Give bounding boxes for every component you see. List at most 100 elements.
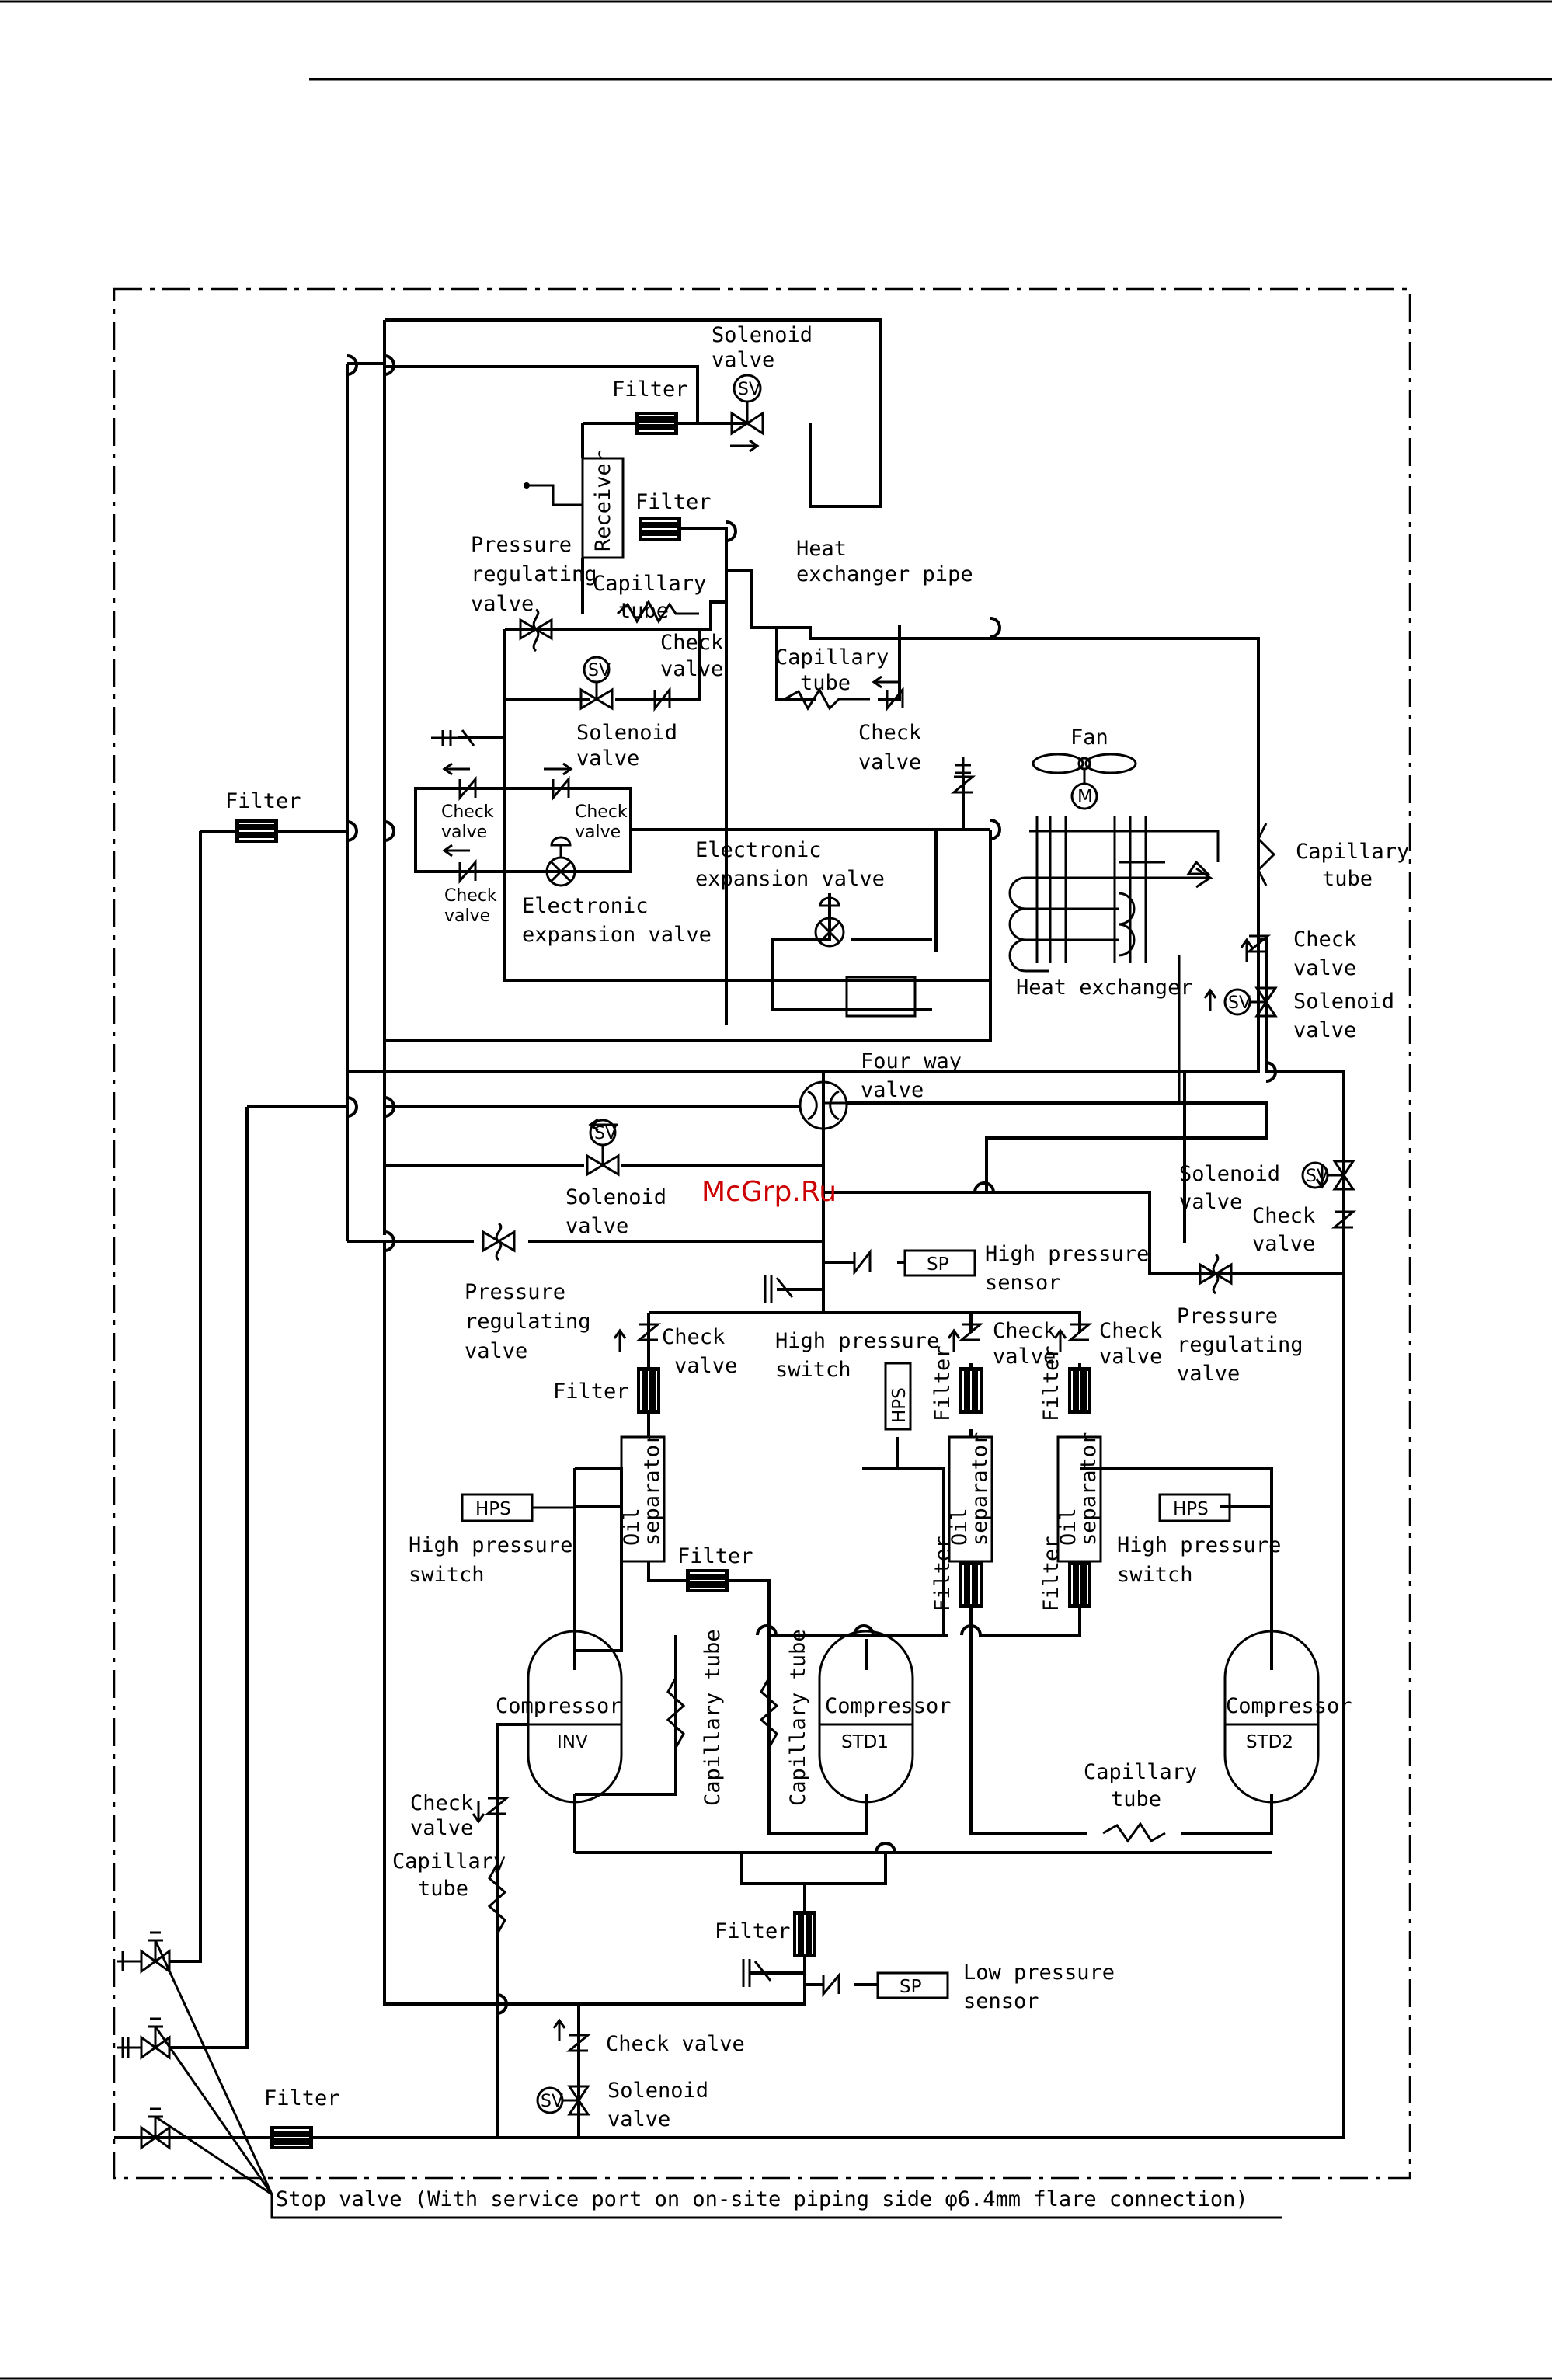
svg-text:expansion valve: expansion valve [695,867,885,891]
electronic-expansion-valves [545,836,845,948]
solenoid-valve-icon: SV [586,1118,620,1177]
svg-text:valve: valve [410,1816,473,1840]
svg-text:Filter: Filter [677,1544,753,1568]
svg-text:Heat exchanger: Heat exchanger [1016,976,1193,1000]
check-valve-icon [653,686,671,712]
svg-text:regulating: regulating [465,1310,591,1334]
filter-icon [270,2126,313,2149]
check-valve-icon [458,858,477,885]
svg-text:valve: valve [1179,1190,1242,1214]
svg-text:Compressor: Compressor [496,1694,622,1718]
svg-text:Check: Check [444,886,497,906]
svg-text:Pressure: Pressure [1177,1304,1278,1328]
svg-text:Filter: Filter [931,1345,955,1421]
compressor-inv: INV [527,1630,623,1804]
svg-text:Four way: Four way [861,1049,962,1073]
svg-text:Filter: Filter [612,378,688,402]
svg-text:Check: Check [1099,1319,1162,1343]
crossovers [346,354,1277,2015]
solenoid-valve-icon: SV [1301,1160,1355,1191]
svg-text:Solenoid: Solenoid [607,2079,708,2103]
svg-text:tube: tube [618,599,669,623]
svg-text:Capillary: Capillary [1084,1760,1197,1784]
svg-text:Compressor: Compressor [1226,1694,1352,1718]
stop-valves [117,1931,1282,2219]
check-valve-icon [484,1797,510,1815]
svg-text:SP: SP [927,1254,949,1275]
flow-arrows [442,675,1329,2041]
stop-valve-icon [140,2107,171,2150]
capillary-tubes [487,599,1276,1935]
svg-text:INV: INV [557,1732,588,1752]
receiver-label: Receiver [591,451,615,552]
svg-text:valve: valve [444,906,490,926]
filters [235,412,1091,2149]
svg-text:Fan: Fan [1070,725,1108,750]
receiver: Receiver [524,451,625,559]
svg-text:M: M [1077,787,1093,807]
svg-text:regulating: regulating [1177,1333,1303,1357]
svg-text:HPS: HPS [889,1387,910,1423]
hps-std2-box [1158,1493,1231,1522]
svg-text:tube: tube [418,1877,468,1901]
check-valve-icon [886,686,904,712]
svg-text:Electronic: Electronic [695,838,822,862]
svg-text:SV: SV [594,1124,617,1143]
check-valve-icon [822,1971,840,1998]
svg-text:Filter: Filter [931,1536,955,1612]
filter-icon [635,412,678,435]
service-plug-icon [742,1959,772,1987]
svg-text:valve: valve [861,1078,924,1102]
svg-text:Filter: Filter [553,1380,629,1404]
svg-text:valve: valve [441,823,487,842]
svg-text:Filter: Filter [264,2086,340,2110]
svg-text:tube: tube [800,671,851,695]
check-valve-icon [1331,1210,1357,1229]
svg-text:Electronic: Electronic [522,894,649,918]
svg-text:Solenoid: Solenoid [565,1185,666,1209]
solenoid-valve-icon: SV [1223,986,1278,1018]
svg-text:valve: valve [575,823,621,842]
sensors: SP SP HPS HPS HPS [461,1249,1231,1999]
svg-text:Check: Check [441,802,494,822]
svg-text:exchanger pipe: exchanger pipe [796,562,973,586]
svg-text:HPS: HPS [475,1499,511,1519]
check-valve-icon [1245,934,1272,953]
svg-text:valve: valve [660,657,723,681]
svg-text:valve: valve [1099,1345,1162,1369]
svg-text:switch: switch [1117,1563,1193,1587]
labels: Solenoid valve Filter Filter Heat exchan… [225,323,1409,2211]
svg-text:Check: Check [575,802,628,822]
service-plug-icon [764,1275,794,1303]
four-way-valve [799,1080,848,1130]
svg-text:SV: SV [541,2092,563,2111]
svg-text:Check: Check [1293,927,1356,952]
service-plug-icon [955,757,971,785]
svg-text:valve: valve [471,592,534,616]
solenoid-valve-icon: SV [579,656,614,711]
hps-std1-box [884,1362,912,1431]
svg-text:valve: valve [465,1339,527,1363]
svg-text:Filter: Filter [1039,1345,1063,1421]
svg-text:Capillary tube: Capillary tube [701,1629,725,1806]
filter-icon [637,1367,660,1414]
svg-text:valve: valve [607,2107,670,2131]
svg-text:valve: valve [565,1214,628,1238]
svg-text:SV: SV [738,380,760,399]
filter-icon [639,517,681,541]
svg-text:Check: Check [662,1325,725,1349]
filter-icon [235,819,278,843]
check-valve-icon [635,1323,662,1341]
svg-text:expansion valve: expansion valve [522,923,712,947]
high-pressure-sensor-box [903,1249,976,1277]
check-valve-icon [958,1323,984,1341]
svg-text:separator: separator [1077,1432,1101,1546]
svg-text:High pressure: High pressure [775,1329,939,1353]
svg-text:Solenoid: Solenoid [576,721,677,745]
low-pressure-sensor-box [876,1971,949,1999]
filter-icon [959,1367,983,1414]
watermark: McGrp.Ru [701,1176,837,1208]
svg-text:Capillary: Capillary [1296,840,1409,864]
compressor-std2: STD2 [1223,1630,1320,1804]
heat-exchanger-pipe [845,976,917,1018]
